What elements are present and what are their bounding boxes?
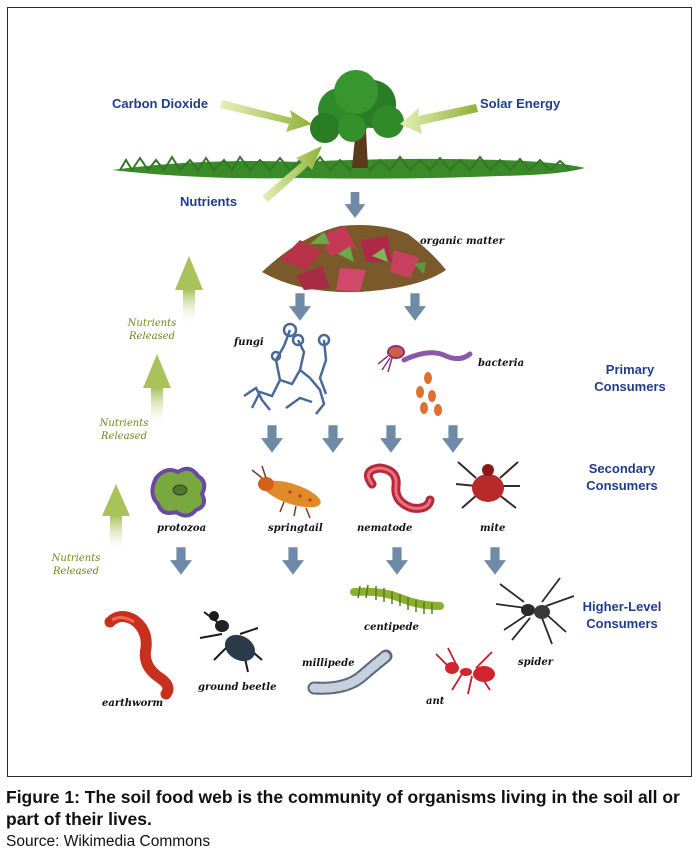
- nutrients-released-arrow: [175, 256, 203, 324]
- figure-caption: Figure 1: The soil food web is the commu…: [6, 786, 696, 852]
- protozoa-label: protozoa: [157, 523, 206, 534]
- fungi-illustration: [243, 322, 331, 415]
- ground-beetle-illustration: [199, 611, 263, 673]
- down-arrow: [404, 293, 426, 321]
- svg-text:Nutrients: Nutrients: [51, 553, 101, 564]
- nutrients-label: Nutrients: [180, 194, 237, 209]
- caption-source: Source: Wikimedia Commons: [6, 833, 211, 850]
- nutrients-released-arrow: [102, 484, 130, 552]
- down-arrow: [386, 547, 408, 575]
- svg-text:Consumers: Consumers: [594, 379, 666, 394]
- centipede-illustration: [350, 584, 444, 614]
- spider-label: spider: [518, 657, 554, 668]
- svg-text:Nutrients: Nutrients: [99, 418, 149, 429]
- millipede-label: millipede: [302, 658, 355, 669]
- down-arrow: [344, 192, 366, 218]
- protozoa-illustration: [150, 466, 207, 518]
- earthworm-illustration: [104, 611, 174, 700]
- tree-illustration: [310, 70, 404, 168]
- soil-food-web-diagram: Carbon Dioxide Solar Energy Nutrients or…: [51, 70, 666, 709]
- fungi-label: fungi: [233, 337, 264, 348]
- down-arrow: [282, 547, 304, 575]
- solar-energy-label: Solar Energy: [480, 96, 561, 111]
- organic-matter-illustration: [262, 225, 446, 293]
- nutrients-released-label: Nutrients Released: [51, 553, 101, 577]
- secondary-consumers-label: Secondary Consumers: [586, 461, 658, 493]
- ant-label: ant: [426, 696, 445, 707]
- down-arrow: [261, 425, 283, 453]
- down-arrow: [442, 425, 464, 453]
- higher-level-consumers-label: Higher-Level Consumers: [583, 599, 662, 631]
- down-arrow: [484, 547, 506, 575]
- springtail-label: springtail: [268, 523, 323, 534]
- svg-text:Higher-Level: Higher-Level: [583, 599, 662, 614]
- spider-illustration: [495, 577, 575, 645]
- nutrients-released-label: Nutrients Released: [99, 418, 149, 442]
- carbon-dioxide-label: Carbon Dioxide: [112, 96, 208, 111]
- svg-text:Released: Released: [52, 566, 99, 577]
- figure-frame: [7, 7, 692, 777]
- solar-energy-arrow: [400, 104, 478, 134]
- svg-text:Consumers: Consumers: [586, 478, 658, 493]
- primary-consumers-label: Primary Consumers: [594, 362, 666, 394]
- nutrients-released-arrow: [143, 354, 171, 426]
- grass-strip: [112, 155, 585, 179]
- nutrients-released-label: Nutrients Released: [127, 318, 177, 342]
- svg-text:Consumers: Consumers: [586, 616, 658, 631]
- organic-matter-label: organic matter: [420, 236, 505, 247]
- svg-text:Released: Released: [100, 431, 147, 442]
- ant-illustration: [435, 647, 495, 695]
- bacteria-label: bacteria: [478, 358, 524, 369]
- nutrients-arrow: [262, 146, 322, 202]
- down-arrow: [322, 425, 344, 453]
- ground-beetle-label: ground beetle: [198, 682, 276, 693]
- down-arrow: [170, 547, 192, 575]
- centipede-label: centipede: [364, 622, 419, 633]
- springtail-illustration: [251, 465, 321, 519]
- mite-label: mite: [480, 523, 505, 534]
- nematode-label: nematode: [357, 523, 412, 534]
- svg-text:Primary: Primary: [606, 362, 655, 377]
- mite-illustration: [455, 461, 520, 509]
- nematode-illustration: [363, 463, 435, 513]
- earthworm-label: earthworm: [102, 698, 163, 709]
- svg-text:Nutrients: Nutrients: [127, 318, 177, 329]
- carbon-dioxide-arrow: [220, 100, 312, 132]
- svg-text:Released: Released: [128, 331, 175, 342]
- caption-title: Figure 1: The soil food web is the commu…: [6, 787, 680, 829]
- down-arrow: [289, 293, 311, 321]
- svg-text:Secondary: Secondary: [589, 461, 656, 476]
- bacteria-illustration: [377, 345, 473, 416]
- down-arrow: [380, 425, 402, 453]
- millipede-illustration: [307, 649, 393, 695]
